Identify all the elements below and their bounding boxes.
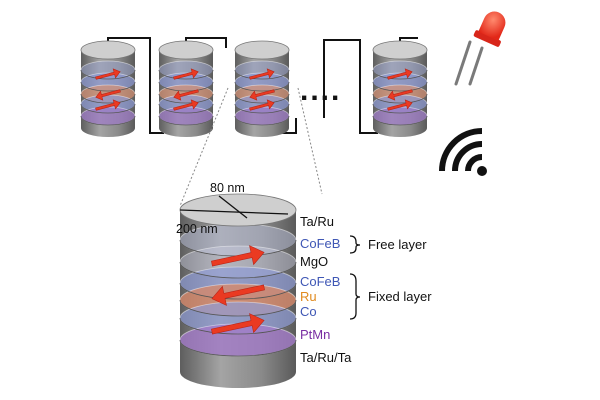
fixed-layer-label: Fixed layer	[368, 289, 432, 304]
free-layer-brace	[349, 235, 361, 254]
pillar-layer-edge	[234, 115, 290, 126]
layer-label: Ta/Ru	[300, 214, 334, 229]
wifi-arc-small	[465, 154, 483, 172]
pillar-layer-edge	[372, 115, 428, 126]
magnetization-arrow	[249, 89, 275, 101]
zoom-guide-left	[179, 87, 229, 207]
pillar-layer-edge	[234, 81, 290, 92]
magnetization-arrow	[95, 68, 121, 80]
pillar-top	[80, 40, 136, 60]
layer-label: MgO	[300, 254, 328, 269]
wire-in-last	[323, 39, 378, 134]
wifi-arc-mid	[452, 141, 483, 172]
pillar-layer-edge	[158, 115, 214, 126]
magnetization-arrow	[387, 99, 413, 111]
free-layer-label: Free layer	[368, 237, 427, 252]
magnetization-arrow	[211, 245, 265, 267]
pillar-4	[372, 40, 428, 137]
length-dimension-label: 200 nm	[176, 222, 218, 236]
pillar-top	[234, 40, 290, 60]
dimension-markers	[179, 195, 289, 219]
pillar-array	[80, 40, 428, 137]
pillar-layer-edge	[158, 81, 214, 92]
wifi-arc-large	[439, 128, 483, 172]
layer-label: CoFeB	[300, 274, 340, 289]
pillar-ellipsis: ....	[300, 74, 341, 107]
fixed-layer-brace	[349, 273, 361, 320]
pillar-layer-edge	[158, 103, 214, 114]
pillar-layer-edge	[179, 261, 297, 279]
pillar-layer-edge	[234, 93, 290, 104]
led-rim	[473, 30, 501, 47]
wifi-dot	[477, 166, 487, 176]
pillar-layer-edge	[158, 93, 214, 104]
pillar-2	[158, 40, 214, 137]
magnetization-arrow	[387, 68, 413, 80]
pillar-layer-edge	[372, 103, 428, 114]
led-leg-right	[468, 46, 484, 86]
pillar-layer-edge	[372, 81, 428, 92]
magnetization-arrow	[173, 99, 199, 111]
width-dimension-label: 80 nm	[210, 181, 245, 195]
detailed-pillar	[179, 193, 297, 388]
pillar-layer-edge	[372, 69, 428, 80]
magnetization-arrow	[211, 313, 265, 335]
pillar-top	[372, 40, 428, 60]
pillar-layer-edge	[80, 69, 136, 80]
magnetization-arrow	[249, 99, 275, 111]
layer-label: CoFeB	[300, 236, 340, 251]
led-icon	[454, 11, 506, 86]
pillar-layer-edge	[234, 69, 290, 80]
magnetization-arrow	[211, 284, 265, 306]
magnetization-arrow	[387, 89, 413, 101]
magnetization-arrow	[173, 89, 199, 101]
wifi-icon	[439, 128, 487, 176]
layer-label: Ru	[300, 289, 317, 304]
magnetization-arrow	[173, 68, 199, 80]
pillar-layer-edge	[179, 299, 297, 317]
magnetization-arrow	[95, 99, 121, 111]
pillar-layer-edge	[372, 93, 428, 104]
layer-label: PtMn	[300, 327, 330, 342]
pillar-top	[158, 40, 214, 60]
pillar-layer-edge	[80, 81, 136, 92]
pillar-layer-edge	[80, 93, 136, 104]
led-dome	[478, 11, 506, 41]
pillar-layer-edge	[80, 115, 136, 126]
pillar-1	[80, 40, 136, 137]
pillar-layer-edge	[179, 339, 297, 357]
led-leg-left	[454, 40, 472, 86]
pillar-layer-edge	[234, 103, 290, 114]
pillar-layer-edge	[80, 103, 136, 114]
pillar-3	[234, 40, 290, 137]
pillar-layer-edge	[158, 69, 214, 80]
width-arrow	[218, 195, 248, 219]
layer-label: Ta/Ru/Ta	[300, 350, 352, 365]
length-line	[179, 209, 289, 215]
magnetization-arrow	[249, 68, 275, 80]
pillar-layer-edge	[179, 317, 297, 335]
group-braces	[349, 235, 361, 320]
magnetization-arrow	[95, 89, 121, 101]
pillar-layer-edge	[179, 282, 297, 300]
layer-label: Co	[300, 304, 317, 319]
zoomed-pillar	[179, 193, 297, 388]
